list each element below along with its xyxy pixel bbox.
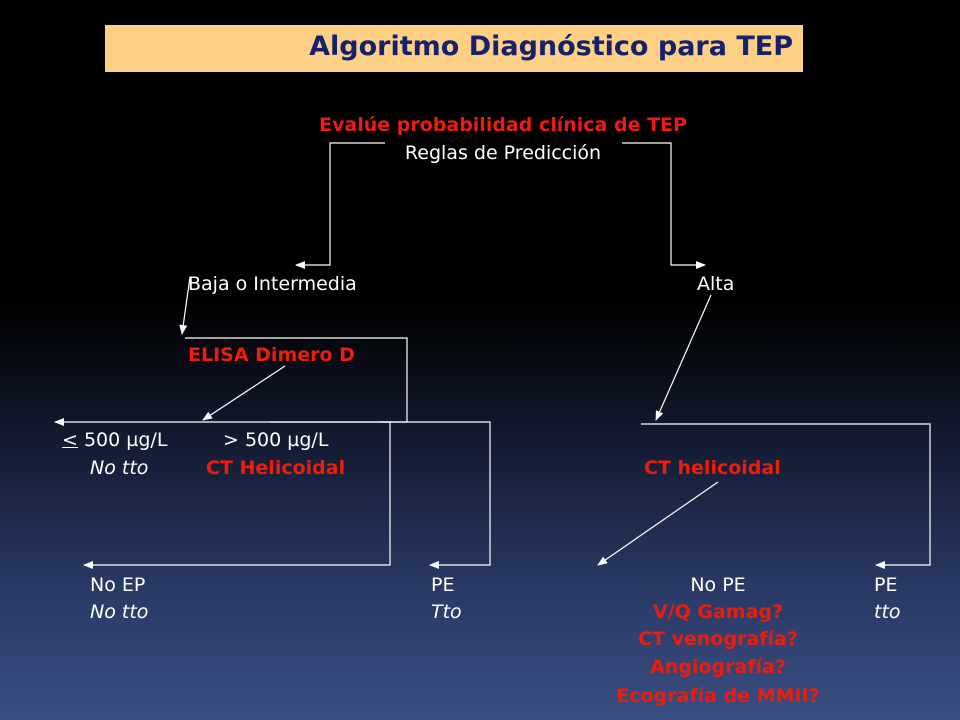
no-pe-option: Angiografía? — [650, 656, 786, 678]
lt-500-value: 500 µg/L — [77, 429, 168, 451]
connector-to-pe-right — [641, 423, 931, 569]
connector-root-to-high — [622, 142, 706, 269]
node-low: Baja o Intermedia — [188, 273, 357, 295]
connector-root-to-low — [295, 142, 385, 269]
node-root-title: Evalúe probabilidad clínica de TEP — [319, 114, 687, 136]
connector-elisa-bracket — [54, 337, 408, 426]
node-no-ep: No EP — [90, 574, 146, 596]
node-pe-left-action: Tto — [431, 601, 462, 623]
node-elisa: ELISA Dimero D — [188, 344, 355, 366]
connector-to-no-ep — [83, 421, 391, 569]
less-equal-symbol: < — [62, 429, 78, 451]
connector-elisa-to-result — [202, 365, 286, 421]
node-ct-high: CT helicoidal — [644, 457, 781, 479]
connector-to-pe-left — [380, 421, 491, 569]
node-gt-action: CT Helicoidal — [206, 457, 346, 479]
page-title: Algoritmo Diagnóstico para TEP — [309, 31, 793, 62]
no-pe-option: V/Q Gamag? — [652, 601, 784, 623]
title-banner: Algoritmo Diagnóstico para TEP — [105, 25, 803, 72]
node-pe-right: PE — [874, 574, 898, 596]
connector-low-to-elisa — [179, 276, 191, 335]
no-pe-option: Ecografía de MMII? — [616, 685, 820, 707]
node-no-ep-action: No tto — [90, 601, 149, 623]
node-lt-500: < 500 µg/L — [62, 428, 167, 452]
node-no-pe: No PE — [690, 574, 746, 596]
node-high: Alta — [697, 273, 735, 295]
connector-high-to-ct — [655, 294, 712, 421]
node-lt-action: No tto — [90, 457, 149, 479]
node-pe-right-action: tto — [874, 601, 901, 623]
connector-ct-to-no-pe — [597, 481, 719, 566]
no-pe-option: CT venografía? — [638, 628, 798, 650]
node-root-subtitle: Reglas de Predicción — [404, 142, 602, 164]
node-pe-left: PE — [431, 574, 455, 596]
node-gt-500: > 500 µg/L — [223, 429, 329, 451]
